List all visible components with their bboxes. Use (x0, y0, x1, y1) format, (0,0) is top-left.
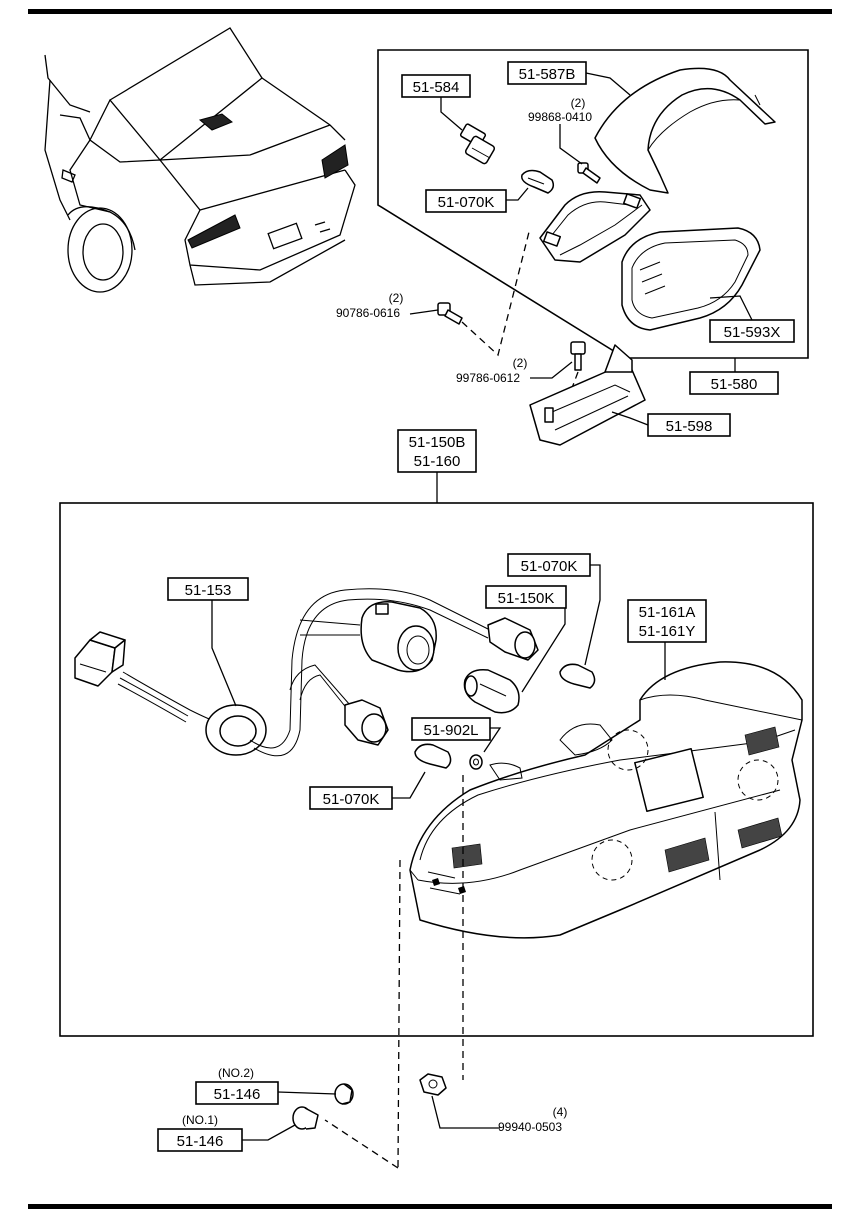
leader-51-146-no2 (277, 1091, 337, 1095)
label-51-146-no2-text: 51-146 (214, 1086, 261, 1103)
leader-51-146-no1 (242, 1124, 296, 1141)
lamp-housing (539, 191, 651, 263)
label-51-580-text: 51-580 (711, 376, 758, 393)
lens-51-593X (621, 227, 761, 331)
label-99786: 99786-0612 (456, 371, 520, 385)
harness-connector (74, 631, 126, 687)
label-51-593X-text: 51-593X (724, 324, 781, 341)
leader-51-902L (483, 727, 502, 753)
label-51-150B-51-160: 51-150B 51-160 (397, 429, 477, 473)
label-99868: 99868-0410 (528, 110, 592, 124)
grommet-51-153 (205, 704, 267, 756)
label-51-153: 51-153 (167, 577, 249, 601)
rcl-frame (59, 502, 814, 1037)
nut-99940-0503 (419, 1073, 447, 1096)
leader-99868 (559, 124, 583, 165)
leader-99940 (431, 1095, 500, 1129)
label-51-146-no1-text: 51-146 (177, 1133, 224, 1150)
dash-lower-1 (397, 859, 401, 1169)
socket-51-584 (459, 123, 496, 165)
wire-bundle (117, 671, 223, 725)
label-51-593X: 51-593X (709, 319, 795, 343)
leader-51-070K-low (392, 771, 426, 799)
bolt-90786-0616 (437, 302, 463, 325)
dash-hmsl-1 (461, 227, 531, 357)
leader-51-150K (521, 604, 566, 693)
label-51-584-text: 51-584 (413, 79, 460, 96)
harness-loop (249, 588, 491, 749)
leader-51-587B (585, 72, 631, 96)
screw-99868-0410 (577, 162, 601, 184)
label-no1: (NO.1) (182, 1113, 218, 1127)
label-51-584: 51-584 (401, 74, 471, 98)
label-99940-qty: (4) (553, 1105, 568, 1119)
gasket-51-902L (469, 754, 483, 770)
label-51-070K-top: 51-070K (425, 189, 507, 213)
clip-51-146-no1 (292, 1106, 319, 1130)
leader-51-153 (211, 600, 237, 707)
label-99786-qty: (2) (513, 356, 528, 370)
socket-upper (360, 601, 437, 673)
label-51-598: 51-598 (647, 413, 731, 437)
car-illustration (44, 27, 356, 293)
label-51-146-no2: 51-146 (195, 1081, 279, 1105)
label-51-902L-text: 51-902L (423, 722, 478, 739)
leader-99786 (530, 361, 573, 379)
label-51-598-text: 51-598 (666, 418, 713, 435)
label-51-153-text: 51-153 (185, 582, 232, 599)
label-51-580: 51-580 (689, 371, 779, 395)
socket-lower (344, 699, 389, 746)
label-51-161A-text: 51-161A (639, 604, 696, 621)
bulb-51-150K (463, 668, 520, 714)
bulb-51-070K-top (521, 169, 555, 194)
label-51-070K-top-text: 51-070K (438, 194, 495, 211)
leader-51-598 (611, 411, 649, 426)
cover-51-587B (594, 67, 776, 194)
label-51-146-no1: 51-146 (157, 1128, 243, 1152)
leader-51-593X (709, 295, 753, 321)
bulb-51-070K-mid (559, 663, 596, 689)
leader-51-070K-top (505, 187, 529, 201)
label-90786: 90786-0616 (336, 306, 400, 320)
hmsl-frame (377, 49, 809, 359)
label-51-587B: 51-587B (507, 61, 587, 85)
lamp-lens-51-161A (409, 661, 803, 939)
socket-right (487, 617, 539, 661)
label-51-070K-mid: 51-070K (507, 553, 591, 577)
label-51-070K-low-text: 51-070K (323, 791, 380, 808)
label-51-150K-text: 51-150K (498, 590, 555, 607)
label-51-070K-mid-text: 51-070K (521, 558, 578, 575)
bracket-51-598 (529, 344, 646, 446)
label-51-150K: 51-150K (485, 585, 567, 609)
bolt-99786-0612 (570, 341, 586, 371)
leader-51-584 (440, 97, 463, 131)
label-51-902L: 51-902L (411, 717, 491, 741)
label-90786-qty: (2) (389, 291, 404, 305)
label-99868-qty: (2) (571, 96, 586, 110)
leader-51-070K-mid (584, 564, 601, 666)
clip-51-146-no2 (334, 1083, 354, 1105)
label-99940: 99940-0503 (498, 1120, 562, 1134)
label-51-160-text: 51-160 (414, 453, 461, 470)
label-51-070K-low: 51-070K (309, 786, 393, 810)
dash-lower-2 (324, 1119, 399, 1169)
label-51-587B-text: 51-587B (519, 66, 576, 83)
leader-90786 (409, 309, 439, 315)
top-rule (28, 9, 832, 14)
label-51-161A-51-161Y: 51-161A 51-161Y (627, 599, 707, 643)
label-51-150B-text: 51-150B (409, 434, 466, 451)
bottom-rule (28, 1204, 832, 1209)
label-no2: (NO.2) (218, 1066, 254, 1080)
bulb-51-070K-low (414, 743, 452, 769)
label-51-161Y-text: 51-161Y (639, 623, 696, 640)
